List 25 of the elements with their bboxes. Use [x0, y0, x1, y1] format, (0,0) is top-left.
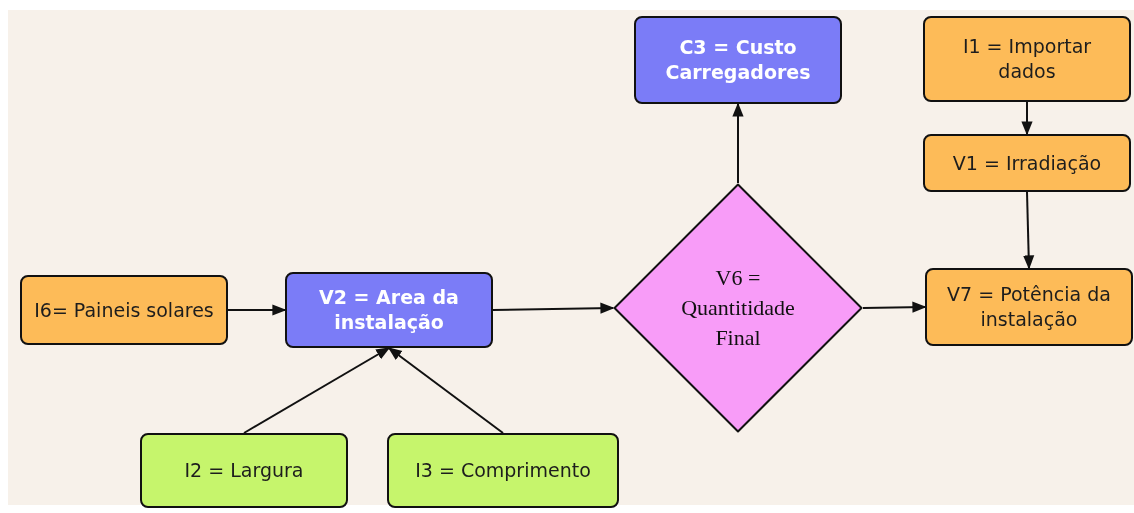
- arrow: [492, 302, 615, 314]
- arrow: [1023, 191, 1035, 270]
- arrow: [387, 347, 504, 434]
- arrow: [243, 347, 391, 434]
- process-box: [285, 272, 493, 348]
- node-text: I3 = Comprimento: [415, 458, 591, 483]
- arrow: [732, 102, 744, 184]
- process-box: [20, 275, 228, 345]
- node-text: I6= Paineis solares: [34, 297, 214, 323]
- node-text: V1 = Irradiação: [952, 150, 1102, 176]
- arrow: [862, 301, 927, 313]
- process-box: [923, 134, 1131, 192]
- node-text: V6 = Quantitidade Final: [680, 264, 796, 352]
- node-text: I2 = Largura: [184, 458, 304, 483]
- node-text: V2 = Area da instalação: [318, 285, 460, 335]
- process-box: [634, 16, 842, 104]
- node-text: C3 = Custo Carregadores: [664, 35, 812, 85]
- arrow: [1021, 101, 1033, 136]
- node-text: V7 = Potência da instalação: [946, 282, 1112, 332]
- process-box: [925, 268, 1133, 346]
- process-box: [923, 16, 1131, 102]
- arrow: [227, 304, 287, 316]
- process-box: [387, 433, 619, 508]
- node-text: I1 = Importar dados: [961, 34, 1093, 84]
- process-box: [140, 433, 348, 508]
